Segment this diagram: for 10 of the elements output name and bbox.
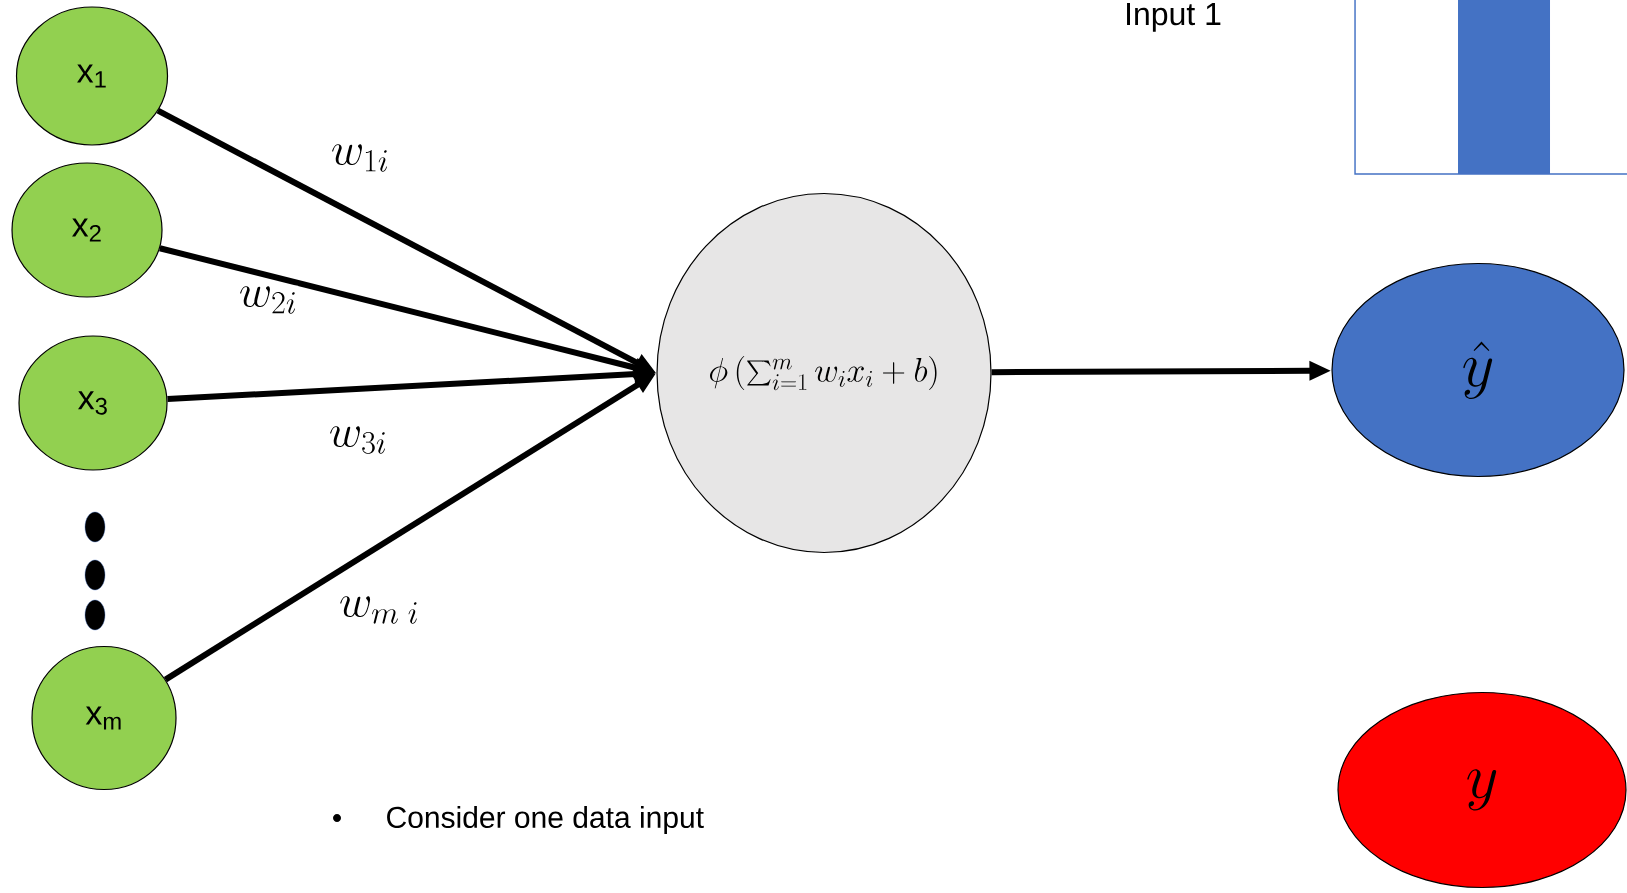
input-node: x$_{1}$ — [15, 6, 169, 146]
edge-label: $w_{m\;i}$ — [338, 595, 420, 625]
axis-label: Input 1 — [1127, 3, 1221, 32]
input-node: x$_{m}$ — [31, 645, 177, 791]
input-node: x$_{3}$ — [18, 335, 168, 471]
input-node: x$_{2}$ — [11, 162, 163, 298]
edge-label: $w_{2i}$ — [237, 285, 299, 315]
edge-label: $w_{1i}$ — [329, 143, 391, 173]
bullet-text: Consider one data input — [387, 806, 704, 834]
edge-label: $w_{3i}$ — [327, 425, 389, 455]
